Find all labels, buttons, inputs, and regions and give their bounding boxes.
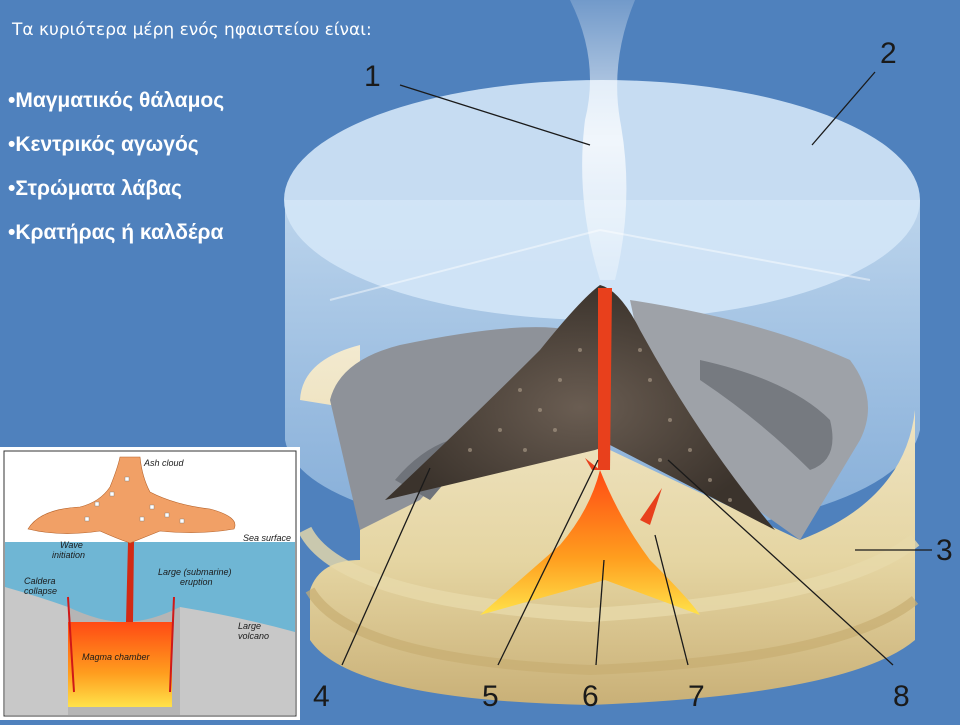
steam-plume xyxy=(570,0,635,280)
inset-label-eruption-1: Large (submarine) xyxy=(158,567,232,577)
inset-label-caldera-1: Caldera xyxy=(24,576,56,586)
magma-chamber xyxy=(480,470,700,615)
inset-label-volcano-2: volcano xyxy=(238,631,269,641)
inset-label-eruption-2: eruption xyxy=(180,577,213,587)
inset-ash-particles xyxy=(84,476,185,524)
bullet-crater: •Κρατήρας ή καλδέρα xyxy=(8,221,224,244)
intro-text: Τα κυριότερα μέρη ενός ηφαιστείου είναι: xyxy=(12,20,372,40)
callout-5: 5 xyxy=(482,680,499,713)
parts-list: •Μαγματικός θάλαμος •Κεντρικός αγωγός •Σ… xyxy=(8,90,224,266)
inset-label-sea-surface: Sea surface xyxy=(243,533,291,543)
callout-4: 4 xyxy=(313,680,330,713)
side-vent-right xyxy=(640,488,662,525)
lava-layers-right-dark xyxy=(700,360,833,470)
lava-layers-right xyxy=(630,300,868,540)
inset-label-volcano-1: Large xyxy=(238,621,261,631)
callout-7: 7 xyxy=(688,680,705,713)
inset-panel: Ash cloud Sea surface Wave initiation Ca… xyxy=(0,447,300,720)
callout-2: 2 xyxy=(880,37,897,70)
cylinder-cut-line xyxy=(329,229,871,301)
callout-3: 3 xyxy=(936,534,953,567)
inset-caldera-diagram: Ash cloud Sea surface Wave initiation Ca… xyxy=(3,450,297,717)
inset-fault-left xyxy=(67,596,75,693)
bullet-lava-layers: •Στρώματα λάβας xyxy=(8,177,182,200)
bullet-central-vent: •Κεντρικός αγωγός xyxy=(8,133,199,156)
lava-layers-left xyxy=(330,327,570,530)
side-vent-left xyxy=(585,458,600,470)
central-vent xyxy=(598,288,612,470)
sand-stripe-2 xyxy=(298,526,920,623)
callout-1: 1 xyxy=(364,60,381,93)
cone-speckles xyxy=(468,348,732,502)
inset-conduit xyxy=(126,542,134,622)
callout-8: 8 xyxy=(893,680,910,713)
inset-label-wave-2: initiation xyxy=(52,550,85,560)
inset-label-caldera-2: collapse xyxy=(24,586,57,596)
inset-ground xyxy=(5,587,295,715)
inset-label-wave-1: Wave xyxy=(60,540,83,550)
leader-lines xyxy=(341,71,932,666)
sand-stripe-1 xyxy=(305,587,919,676)
bullet-magma-chamber: •Μαγματικός θάλαμος xyxy=(8,89,225,112)
inset-label-magma-chamber: Magma chamber xyxy=(82,652,151,662)
inset-fault-right xyxy=(169,596,175,693)
inset-label-ash-cloud: Ash cloud xyxy=(143,458,185,468)
callout-6: 6 xyxy=(582,680,599,713)
inset-magma-chamber xyxy=(68,622,172,707)
